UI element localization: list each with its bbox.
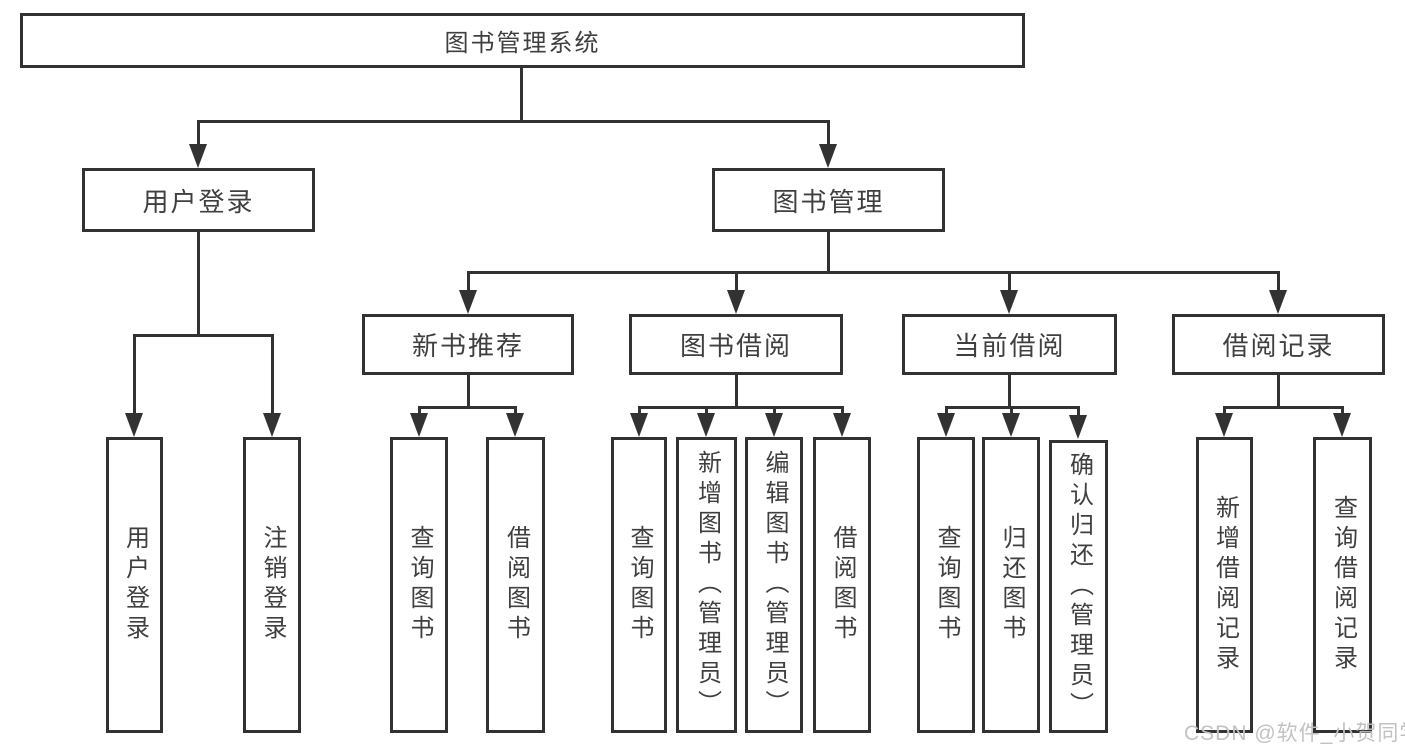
- csdn-watermark: CSDN @软件_小贺同学: [1184, 722, 1405, 745]
- connector-user-login-drop: [197, 120, 200, 148]
- arrowhead-br-query: [1333, 413, 1351, 437]
- arrowhead-br-add: [1215, 413, 1233, 437]
- connector-nb-borrow-drop: [514, 406, 517, 416]
- connector-leaf-logout-drop: [271, 334, 274, 416]
- leaf-current-confirm-return-label: 确认归还（管理员）: [1065, 451, 1093, 722]
- leaf-newbook-query: 查询图书: [390, 437, 448, 733]
- arrowhead-bookborrow: [727, 290, 745, 314]
- leaf-record-add: 新增借阅记录: [1196, 437, 1253, 733]
- connector-bb-edit-drop: [773, 406, 776, 416]
- arrowhead-currentborrow: [1000, 290, 1018, 314]
- arrowhead-nb-query: [410, 413, 428, 437]
- connector-br-query-drop: [1341, 406, 1344, 416]
- connector-bb-query-drop: [638, 406, 641, 416]
- leaf-newbook-borrow-label: 借阅图书: [502, 525, 530, 645]
- leaf-current-return-label: 归还图书: [998, 525, 1025, 645]
- leaf-borrow-add-book-label: 新增图书（管理员）: [693, 450, 721, 720]
- connector-br-add-drop: [1223, 406, 1226, 416]
- connector-borrowrecord-bus: [1223, 406, 1344, 409]
- connector-borrowrecord-drop: [1277, 271, 1280, 293]
- arrowhead-leaf-login: [125, 413, 143, 437]
- leaf-borrow-query-label: 查询图书: [626, 525, 653, 645]
- leaf-current-confirm-return: 确认归还（管理员）: [1049, 440, 1108, 733]
- connector-cb-confirm-drop: [1077, 406, 1080, 416]
- arrowhead-bb-edit: [765, 413, 783, 437]
- node-root: 图书管理系统: [20, 13, 1025, 68]
- leaf-logout: 注销登录: [243, 437, 301, 733]
- leaf-borrow-query: 查询图书: [611, 437, 667, 733]
- node-book-borrow: 图书借阅: [629, 314, 843, 375]
- connector-root-stem: [520, 67, 523, 123]
- leaf-current-query: 查询图书: [917, 437, 975, 733]
- leaf-record-query-label: 查询借阅记录: [1329, 495, 1357, 675]
- connector-bb-borrow-drop: [841, 406, 844, 416]
- arrowhead-cb-confirm: [1069, 415, 1087, 439]
- leaf-user-login-label: 用户登录: [121, 525, 149, 645]
- leaf-record-query: 查询借阅记录: [1313, 437, 1372, 733]
- connector-user-login-bus: [133, 334, 273, 337]
- leaf-logout-label: 注销登录: [259, 525, 286, 645]
- connector-leaf-login-drop: [133, 334, 136, 416]
- leaf-borrow-borrow-book-label: 借阅图书: [829, 525, 856, 645]
- connector-level2-bus: [197, 120, 830, 123]
- leaf-newbook-query-label: 查询图书: [406, 525, 433, 645]
- leaf-borrow-edit-book-label: 编辑图书（管理员）: [761, 450, 788, 720]
- connector-book-mgmt-stem: [827, 232, 830, 274]
- arrowhead-bb-query: [630, 413, 648, 437]
- connector-newbook-stem: [467, 375, 470, 409]
- leaf-user-login: 用户登录: [106, 437, 163, 733]
- leaf-newbook-borrow: 借阅图书: [486, 437, 545, 733]
- arrowhead-borrowrecord: [1269, 290, 1287, 314]
- leaf-borrow-edit-book: 编辑图书（管理员）: [745, 437, 803, 733]
- node-book-management: 图书管理: [712, 168, 945, 232]
- connector-currentborrow-stem2: [1008, 375, 1011, 409]
- arrowhead-newbook: [459, 290, 477, 314]
- node-user-login: 用户登录: [82, 168, 315, 232]
- node-new-book-recommend: 新书推荐: [362, 314, 574, 375]
- arrowhead-cb-query: [937, 413, 955, 437]
- arrowhead-leaf-logout: [263, 413, 281, 437]
- arrowhead-bb-add: [697, 413, 715, 437]
- connector-bookborrow-stem2: [735, 375, 738, 409]
- node-current-borrow: 当前借阅: [902, 314, 1117, 375]
- arrowhead-cb-return: [1002, 413, 1020, 437]
- leaf-borrow-borrow-book: 借阅图书: [813, 437, 871, 733]
- leaf-record-add-label: 新增借阅记录: [1211, 495, 1239, 675]
- connector-nb-query-drop: [418, 406, 421, 416]
- connector-cb-return-drop: [1010, 406, 1013, 416]
- connector-borrowrecord-stem2: [1277, 375, 1280, 409]
- connector-level3-bus: [467, 271, 1280, 274]
- connector-bookborrow-bus: [638, 406, 844, 409]
- node-borrow-record: 借阅记录: [1172, 314, 1385, 375]
- arrowhead-nb-borrow: [506, 413, 524, 437]
- connector-cb-query-drop: [945, 406, 948, 416]
- leaf-current-query-label: 查询图书: [933, 525, 960, 645]
- leaf-borrow-add-book: 新增图书（管理员）: [676, 437, 737, 733]
- connector-newbook-drop: [467, 271, 470, 293]
- arrowhead-bb-borrow: [833, 413, 851, 437]
- arrowhead-user-login: [189, 144, 207, 168]
- leaf-current-return: 归还图书: [982, 437, 1040, 733]
- connector-currentborrow-drop: [1008, 271, 1011, 293]
- connector-bb-add-drop: [705, 406, 708, 416]
- connector-bookborrow-drop: [735, 271, 738, 293]
- connector-user-login-stem: [197, 232, 200, 337]
- arrowhead-book-mgmt: [819, 144, 837, 168]
- connector-newbook-bus: [418, 406, 517, 409]
- connector-book-mgmt-drop: [827, 120, 830, 148]
